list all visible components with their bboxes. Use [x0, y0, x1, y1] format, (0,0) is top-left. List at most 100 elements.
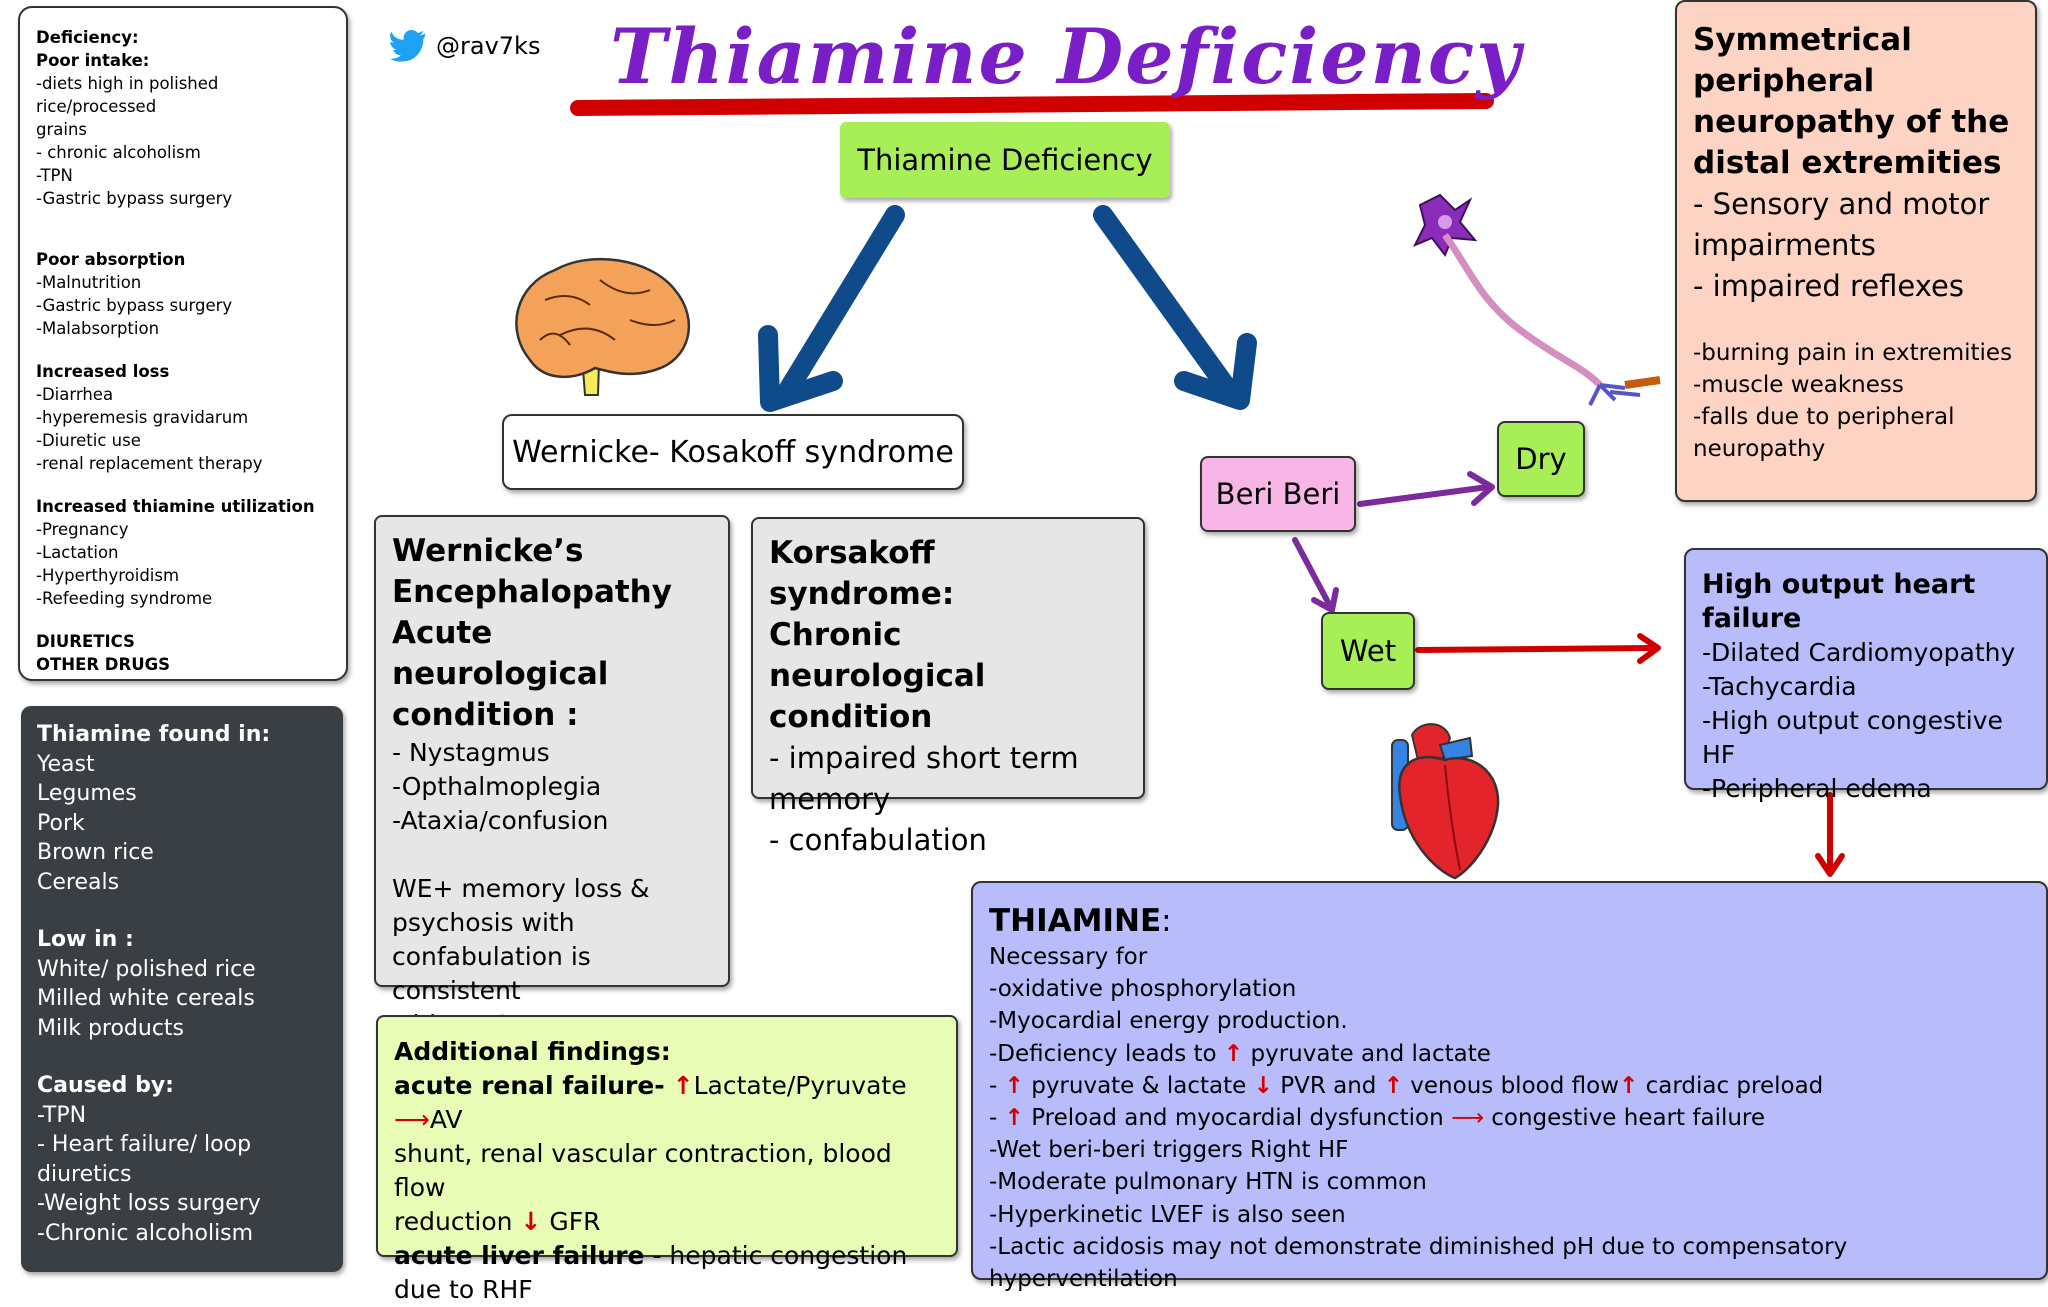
list-item: -Lactic acidosis may not demonstrate dim… — [989, 1233, 1848, 1293]
list-item: -Gastric bypass surgery — [36, 296, 233, 315]
long-arrow-icon: ⟶ — [394, 1105, 430, 1134]
list-item: - Heart failure/ loop — [37, 1132, 252, 1157]
alf-text: - hepatic congestion — [644, 1241, 908, 1270]
list-item: neuropathy — [1693, 436, 1826, 462]
title-underline — [570, 93, 1494, 116]
arf-line: shunt, renal vascular contraction, blood… — [394, 1139, 892, 1202]
arrow-beriberi-to-wet — [1292, 537, 1339, 613]
deficiency-heading: Deficiency: — [36, 28, 139, 47]
list-item: -burning pain in extremities — [1693, 340, 2013, 366]
arf-line: reduction ↓ GFR — [394, 1205, 940, 1239]
found-in-heading: Thiamine found in: — [37, 722, 271, 747]
node-wernicke-korsakoff: Wernicke- Kosakoff syndrome — [502, 414, 964, 490]
list-item: -Diuretic use — [36, 431, 141, 450]
wernicke-encephalopathy-box: Wernicke’s Encephalopathy Acute neurolog… — [374, 515, 730, 1039]
arf-text: Lactate/Pyruvate — [693, 1071, 907, 1100]
wks-note-line: confabulation is consistent — [392, 942, 591, 1005]
heart-failure-heading-line: High output heart — [1702, 569, 1976, 600]
up-arrow-icon: ↑ — [672, 1071, 694, 1100]
high-output-heart-failure-box: High output heart failure -Dilated Cardi… — [1684, 548, 2048, 803]
list-item: - ↑ Preload and myocardial dysfunction ⟶… — [989, 1102, 2030, 1134]
node-wet: Wet — [1321, 612, 1415, 690]
up-arrow-icon: ↑ — [1004, 1072, 1024, 1099]
thiamine-function-box: THIAMINE: Necessary for -oxidative phosp… — [971, 881, 2048, 1292]
drugs-other: OTHER DRUGS — [36, 655, 171, 674]
list-item: -Deficiency leads to ↑ pyruvate and lact… — [989, 1038, 2030, 1070]
acute-liver-failure-line: acute liver failure - hepatic congestion — [394, 1239, 940, 1273]
thiamine-text: Preload and myocardial dysfunction — [1023, 1105, 1451, 1132]
alf-line: due to RHF — [394, 1275, 533, 1304]
list-item: -Malabsorption — [36, 319, 160, 338]
list-item: Milled white cereals — [37, 986, 255, 1011]
arrow-wet-to-heart — [1415, 633, 1661, 664]
korsakoff-heading-line: Korsakoff syndrome: — [769, 535, 955, 612]
thiamine-heading: THIAMINE: — [989, 901, 2030, 941]
wernicke-heading-line: Encephalopathy — [392, 574, 672, 610]
list-item: - impaired reflexes — [1693, 269, 1964, 303]
list-item: grains — [36, 120, 88, 139]
list-item: -Chronic alcoholism — [37, 1220, 254, 1246]
list-item: - ↑ pyruvate & lactate ↓ PVR and ↑ venou… — [989, 1070, 2030, 1102]
node-thiamine-deficiency: Thiamine Deficiency — [840, 122, 1170, 198]
list-item: -muscle weakness — [1693, 372, 1904, 398]
list-item: -Opthalmoplegia — [392, 772, 602, 801]
up-arrow-icon: ↑ — [1223, 1040, 1244, 1067]
list-item: -Gastric bypass surgery — [36, 189, 233, 208]
neuropathy-heading-line: neuropathy of the — [1693, 104, 2010, 140]
heart-illustration — [1391, 723, 1500, 880]
arf-text: reduction — [394, 1207, 513, 1236]
page-title: Thiamine Deficiency — [610, 12, 1523, 101]
list-item: -Myocardial energy production. — [989, 1008, 1348, 1035]
list-item: -Ataxia/confusion — [392, 806, 609, 835]
list-item: -oxidative phosphorylation — [989, 976, 1297, 1003]
arf-text: AV — [429, 1105, 463, 1134]
list-item: -Weight loss surgery — [37, 1191, 261, 1216]
list-item: -Wet beri-beri triggers Right HF — [989, 1137, 1349, 1164]
thiamine-text: congestive heart failure — [1483, 1105, 1766, 1132]
arrow-heart-to-thiamine — [1815, 792, 1845, 877]
diagram-arrows-layer — [515, 93, 1845, 880]
peripheral-neuropathy-box: Symmetrical peripheral neuropathy of the… — [1675, 0, 2037, 502]
caused-by-heading: Caused by: — [37, 1073, 174, 1098]
arf-text: GFR — [549, 1207, 601, 1236]
arrow-to-beriberi — [1093, 205, 1257, 410]
arrow-beriberi-to-dry — [1357, 471, 1495, 507]
thiamine-text: cardiac preload — [1638, 1072, 1824, 1099]
thiamine-text: venous blood flow — [1402, 1072, 1619, 1099]
down-arrow-icon: ↓ — [520, 1207, 542, 1236]
thiamine-heading-colon: : — [1161, 903, 1172, 939]
wernicke-heading-line: condition : — [392, 697, 579, 733]
twitter-handle: @rav7ks — [390, 30, 540, 62]
up-arrow-icon: ↑ — [1004, 1105, 1024, 1132]
list-item: -Malnutrition — [36, 273, 142, 292]
up-arrow-icon: ↑ — [1383, 1072, 1403, 1099]
neuropathy-heading-line: distal extremities — [1693, 145, 2002, 181]
node-dry: Dry — [1497, 421, 1585, 497]
additional-findings-heading: Additional findings: — [394, 1037, 671, 1066]
wernicke-heading-line: Acute neurological — [392, 615, 609, 692]
low-in-heading: Low in : — [37, 927, 134, 952]
brain-illustration — [515, 257, 691, 396]
list-item: memory — [769, 782, 891, 816]
list-item: -Dilated Cardiomyopathy — [1702, 638, 2016, 667]
poor-intake-heading: Poor intake: — [36, 51, 150, 70]
list-item: impairments — [1693, 228, 1876, 262]
list-item: -Diarrhea — [36, 385, 114, 404]
down-arrow-icon: ↓ — [1253, 1072, 1273, 1099]
thiamine-heading-text: THIAMINE — [989, 903, 1162, 939]
list-item: -Hyperthyroidism — [36, 566, 180, 585]
list-item: -hyperemesis gravidarum — [36, 408, 249, 427]
thiamine-sources-box: Thiamine found in: Yeast Legumes Pork Br… — [21, 706, 343, 1272]
list-item: Cereals — [37, 869, 120, 895]
neuron-illustration — [1412, 193, 1661, 406]
additional-findings-box: Additional findings: acute renal failure… — [376, 1015, 958, 1304]
neuropathy-heading-line: Symmetrical — [1693, 22, 1912, 58]
neuropathy-heading-line: peripheral — [1693, 63, 1875, 99]
list-item: -Lactation — [36, 543, 119, 562]
list-item: - Sensory and motor — [1693, 187, 1990, 221]
list-item: -diets high in polished rice/processed — [36, 74, 219, 116]
list-item: -Pregnancy — [36, 520, 129, 539]
node-beri-beri: Beri Beri — [1200, 456, 1356, 532]
list-item: - Nystagmus — [392, 738, 550, 767]
acute-liver-failure-label: acute liver failure — [394, 1241, 645, 1270]
